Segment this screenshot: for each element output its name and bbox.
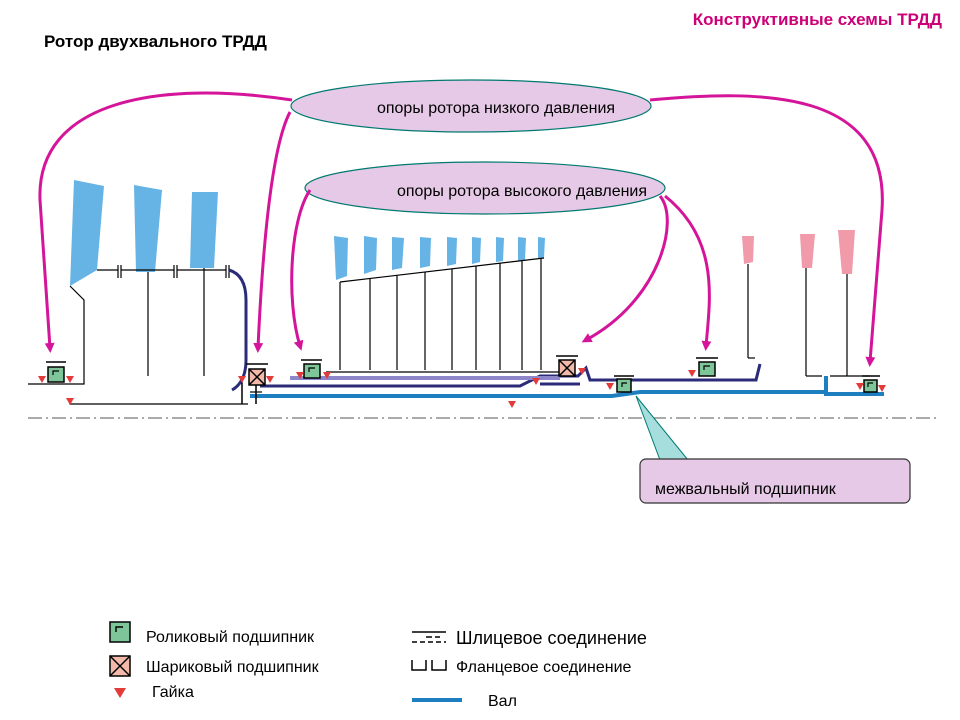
nut-icon (688, 370, 696, 377)
inter-shaft-label: межвальный подшипник (655, 481, 837, 498)
nut-icon (856, 383, 864, 390)
legend-ball-bearing: Шариковый подшипник (146, 659, 320, 676)
hp-blade-4 (420, 237, 431, 268)
hp-blade-3 (392, 237, 404, 270)
hp-supports-label: опоры ротора высокого давления (397, 183, 647, 200)
diagram-title: Ротор двухвального ТРДД (44, 32, 267, 51)
hp-blade-8 (518, 237, 526, 261)
lp-drive-shaft (228, 268, 248, 392)
nut-icon (323, 372, 331, 379)
bearing-hp-rear (696, 357, 718, 377)
hp-compressor (326, 236, 560, 373)
lp-shaft (250, 376, 884, 398)
hp-shaft (260, 363, 762, 388)
legend-spline-joint: Шлицевое соединение (456, 628, 647, 648)
callout-arrows (38, 91, 884, 367)
hp-blade-1 (334, 236, 348, 280)
legend-nut: Гайка (152, 684, 194, 701)
legend-shaft: Вал (488, 693, 517, 710)
nut-icon (578, 368, 586, 375)
bearing-inter-shaft (614, 375, 634, 393)
hp-blade-6 (472, 237, 481, 264)
lp-blade-1 (70, 180, 104, 286)
lp-blade-2 (134, 185, 162, 272)
hp-blade-5 (447, 237, 457, 266)
flange-joint-icon (411, 660, 427, 671)
lp-supports-label: опоры ротора низкого давления (377, 100, 615, 117)
hp-blade-9 (538, 237, 545, 259)
nut-icon (66, 398, 74, 405)
bearing-lp-rear (862, 375, 880, 393)
turbines (742, 230, 870, 377)
nut-icon (296, 372, 304, 379)
diagram-section-title: Конструктивные схемы ТРДД (692, 10, 942, 29)
lp-turbine-blade-2 (838, 230, 855, 274)
nut-icon (238, 376, 246, 383)
roller-bearing-icon (109, 621, 131, 643)
nut-icon (114, 688, 126, 698)
nut-icon (38, 376, 46, 383)
nut-icon (606, 383, 614, 390)
hp-blade-2 (364, 236, 377, 274)
inter-shaft-pointer (635, 395, 690, 461)
lp-blade-3 (190, 192, 218, 268)
legend-roller-bearing: Роликовый подшипник (146, 629, 315, 646)
legend: Роликовый подшипник Шариковый подшипник … (109, 621, 647, 710)
bearing-lp-rear-ball (246, 363, 268, 386)
bearing-hp-front (301, 359, 322, 379)
nuts (38, 368, 886, 408)
lp-compressor (28, 180, 248, 405)
nut-icon (878, 385, 886, 392)
legend-flange-joint: Фланцевое соединение (456, 659, 632, 676)
nut-icon (532, 378, 540, 385)
hp-turbine-blade (742, 236, 754, 264)
nut-icon (508, 401, 516, 408)
lp-supports-callout (290, 79, 652, 133)
lp-turbine-blade-1 (800, 234, 815, 268)
bearing-lp-front (46, 361, 66, 383)
hp-blade-7 (496, 237, 504, 262)
nut-icon (66, 376, 74, 383)
inter-shaft-callout (639, 458, 911, 504)
hp-supports-callout (304, 161, 666, 215)
bearing-hp-ball (556, 355, 578, 377)
nut-icon (266, 376, 274, 383)
